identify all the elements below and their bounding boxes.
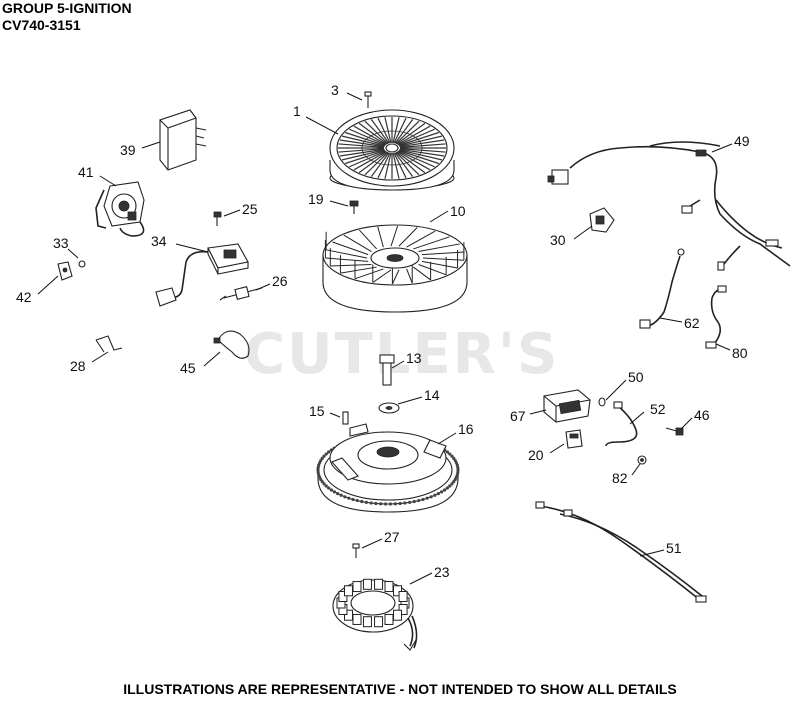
- ground-lead-part-52: [605, 401, 638, 447]
- group-title: GROUP 5-IGNITION: [2, 0, 132, 16]
- callout-23: 23: [434, 564, 450, 580]
- callout-51: 51: [666, 540, 682, 556]
- callout-45: 45: [180, 360, 196, 376]
- flywheel-part: [316, 423, 460, 513]
- callout-14: 14: [424, 387, 440, 403]
- callout-labels: 1 3 10 13 14 15 16 19 20 23 25 26 27 28 …: [16, 82, 750, 580]
- callout-80: 80: [732, 345, 748, 361]
- coil-part-34: [155, 243, 249, 307]
- flywheel-screen-part: [329, 109, 455, 191]
- callout-42: 42: [16, 289, 32, 305]
- module-part-39: [158, 109, 207, 171]
- callout-25: 25: [242, 201, 258, 217]
- callout-13: 13: [406, 350, 422, 366]
- callout-82: 82: [612, 470, 628, 486]
- leader-lines: [37, 92, 733, 585]
- callout-10: 10: [450, 203, 466, 219]
- watermark: CUTLER'S: [244, 322, 560, 387]
- callout-30: 30: [550, 232, 566, 248]
- callout-16: 16: [458, 421, 474, 437]
- disclaimer-footer: ILLUSTRATIONS ARE REPRESENTATIVE - NOT I…: [123, 681, 677, 697]
- callout-33: 33: [53, 235, 69, 251]
- fan-part: [322, 224, 468, 313]
- nut-part-82: [637, 455, 647, 465]
- callout-41: 41: [78, 164, 94, 180]
- callout-3: 3: [331, 82, 339, 98]
- lead-part-80: [705, 285, 727, 349]
- wiring-harness-part: [547, 141, 791, 271]
- callout-52: 52: [650, 401, 666, 417]
- wire-loop-part-45: [213, 330, 250, 359]
- bolt-part-46: [665, 427, 684, 436]
- screw-part-27: [352, 543, 360, 558]
- callout-34: 34: [151, 233, 167, 249]
- callout-46: 46: [694, 407, 710, 423]
- lead-part-62: [639, 248, 685, 329]
- bolt-part-13: [379, 354, 395, 386]
- spark-plug-part: [219, 286, 263, 301]
- callout-20: 20: [528, 447, 544, 463]
- screw-part-3: [364, 91, 372, 108]
- callout-1: 1: [293, 103, 301, 119]
- wire-part-51: [535, 501, 707, 603]
- washer-part-14: [378, 402, 400, 414]
- key-part-15: [342, 411, 349, 425]
- plate-part-20: [565, 429, 583, 449]
- callout-50: 50: [628, 369, 644, 385]
- connector-part-30: [589, 207, 615, 233]
- screw-part-19: [349, 200, 359, 214]
- callout-49: 49: [734, 133, 750, 149]
- model-number: CV740-3151: [2, 17, 81, 33]
- callout-19: 19: [308, 191, 324, 207]
- ignition-module-part: [95, 181, 145, 237]
- callout-27: 27: [384, 529, 400, 545]
- page-header: GROUP 5-IGNITION CV740-3151: [2, 0, 132, 34]
- washer-part-50: [598, 397, 606, 407]
- bracket-part-42: [57, 261, 73, 281]
- callout-15: 15: [309, 403, 325, 419]
- clip-part-28: [95, 335, 123, 353]
- callout-26: 26: [272, 273, 288, 289]
- callout-39: 39: [120, 142, 136, 158]
- callout-28: 28: [70, 358, 86, 374]
- stator-part: [332, 578, 418, 651]
- rectifier-part-67: [543, 389, 591, 423]
- screw-part-25: [213, 211, 222, 226]
- callout-67: 67: [510, 408, 526, 424]
- callout-62: 62: [684, 315, 700, 331]
- nut-part-33: [78, 260, 86, 268]
